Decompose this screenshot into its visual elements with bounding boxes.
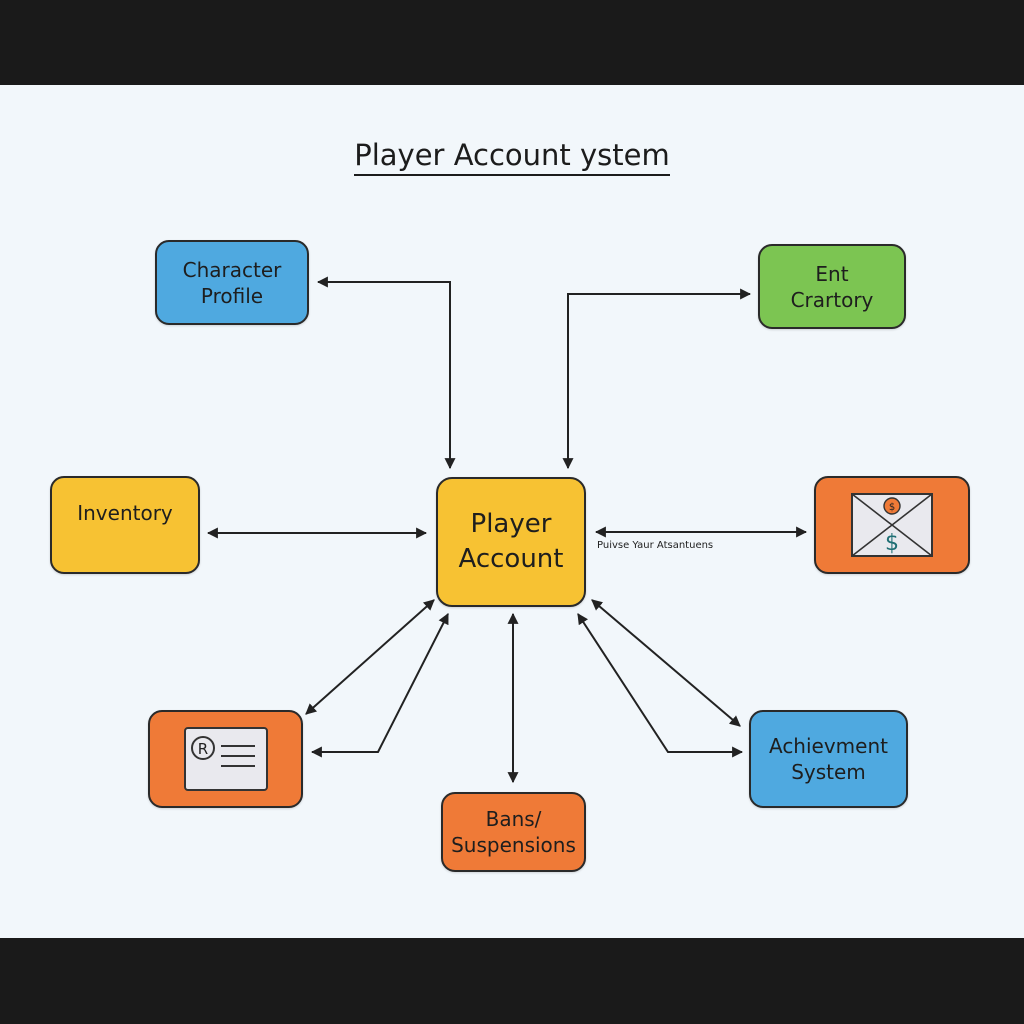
connector-achievement-elbow <box>577 613 744 758</box>
ent-crartory-label-line-1: Ent <box>815 261 849 286</box>
bans-suspensions-label-line-2: Suspensions <box>451 833 576 857</box>
connector-ent-crartory <box>562 288 752 470</box>
player-account-label-line-1: Player <box>470 508 552 539</box>
connector-achievement-diagonal <box>591 599 741 727</box>
character-profile-label-line-2: Profile <box>200 283 264 308</box>
achievement-system-label-line-1: Achievment <box>768 734 888 758</box>
ent-crartory-label-line-2: Crartory <box>790 287 874 312</box>
diagram-title: Player Account ystem <box>0 138 1024 176</box>
payment-node[interactable]: $ $ <box>814 476 970 574</box>
payment-edge-label: Puivse Yaur Atsantuens <box>597 540 714 551</box>
id-card-node[interactable]: R <box>148 710 303 808</box>
svg-text:R: R <box>197 740 207 758</box>
svg-text:$: $ <box>885 531 899 556</box>
id-card-icon: R <box>183 727 268 791</box>
ent-crartory-node[interactable]: Ent Crartory <box>758 244 906 329</box>
envelope-dollar-icon: $ $ <box>851 493 933 557</box>
bans-suspensions-label-line-1: Bans/ <box>485 807 542 831</box>
svg-text:$: $ <box>889 502 895 513</box>
inventory-label: Inventory <box>77 501 173 525</box>
player-account-node[interactable]: Player Account <box>436 477 586 607</box>
connector-id-card-diagonal <box>305 599 435 715</box>
connector-id-card-elbow <box>310 613 449 758</box>
connector-character-profile <box>316 276 456 470</box>
character-profile-node[interactable]: Character Profile <box>155 240 309 325</box>
player-account-label-line-2: Account <box>458 544 564 574</box>
inventory-node[interactable]: Inventory <box>50 476 200 574</box>
achievement-system-label-line-2: System <box>791 760 866 784</box>
achievement-system-node[interactable]: Achievment System <box>749 710 908 808</box>
bans-suspensions-node[interactable]: Bans/ Suspensions <box>441 792 586 872</box>
character-profile-label-line-1: Character <box>182 257 282 282</box>
